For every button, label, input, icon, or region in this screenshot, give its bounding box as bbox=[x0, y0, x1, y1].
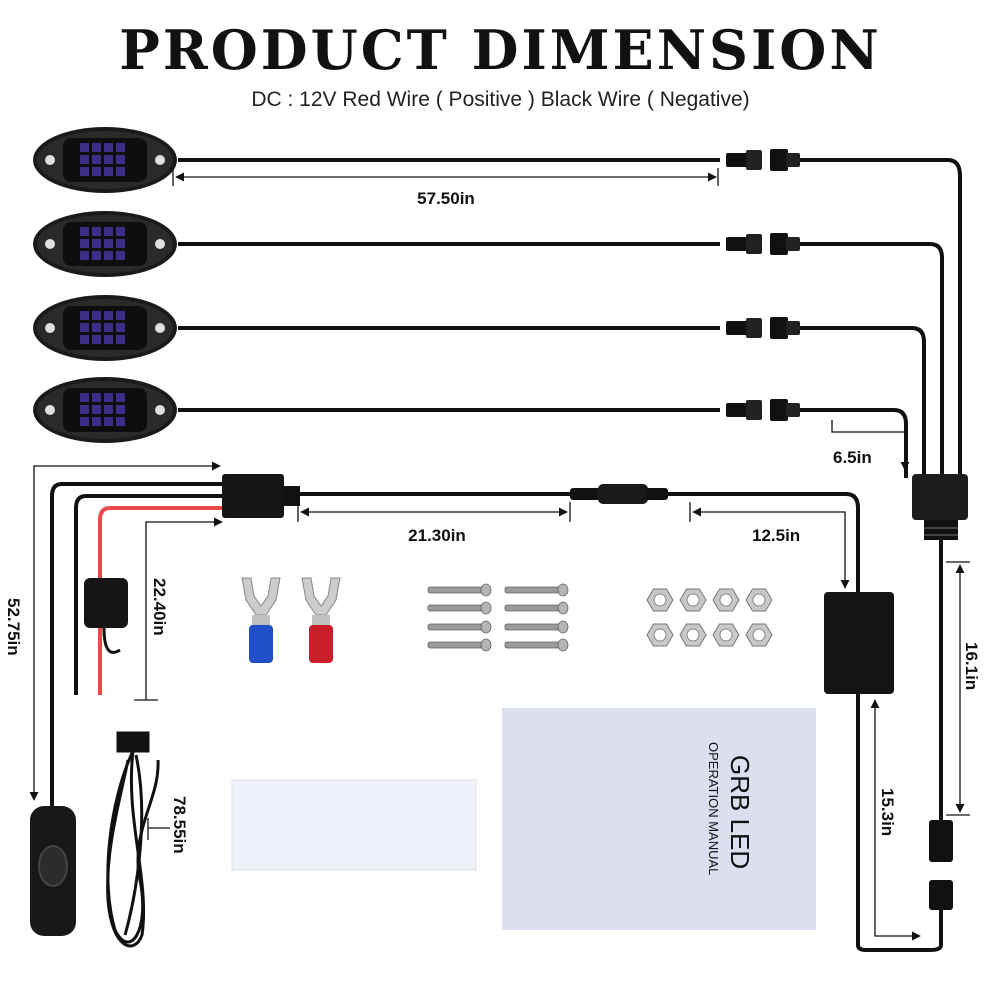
adhesive-tape bbox=[231, 779, 477, 871]
main-cable bbox=[300, 492, 860, 594]
dim-power-leads: 22.40in bbox=[150, 578, 169, 636]
spade-terminal-red bbox=[301, 577, 341, 663]
manual-subtitle: OPERATION MANUAL bbox=[706, 742, 721, 875]
dimension-lines bbox=[29, 168, 970, 941]
inline-fuse bbox=[84, 578, 128, 654]
inline-plug bbox=[570, 484, 668, 504]
operation-manual: GRB LED OPERATION MANUAL bbox=[502, 708, 816, 930]
voltage-spec: DC : 12V Red Wire ( Positive ) Black Wir… bbox=[251, 88, 750, 111]
dim-switch-cable: 52.75in bbox=[4, 598, 23, 656]
extension-cable bbox=[106, 731, 160, 948]
dim-controller-connector: 15.3in bbox=[878, 788, 897, 836]
controller-box bbox=[824, 592, 943, 952]
mounting-screws bbox=[427, 583, 569, 652]
pod-light bbox=[33, 295, 177, 361]
splitter-hub bbox=[912, 474, 968, 945]
page-title: PRODUCT DIMENSION bbox=[119, 18, 882, 82]
manual-title: GRB LED bbox=[725, 755, 755, 869]
rocker-switch bbox=[30, 806, 76, 936]
dim-extension-cable: 78.55in bbox=[170, 796, 189, 854]
dim-light-cable: 57.50in bbox=[417, 189, 475, 208]
pod-light bbox=[33, 211, 177, 277]
pod-light bbox=[33, 127, 177, 193]
hex-nuts bbox=[646, 588, 773, 647]
spade-terminal-blue bbox=[241, 577, 281, 663]
pod-light bbox=[33, 377, 177, 443]
dim-main-cable: 21.30in bbox=[408, 526, 466, 545]
main-connector bbox=[222, 474, 300, 518]
dim-hub-cable: 16.1in bbox=[962, 642, 981, 690]
dim-branch: 6.5in bbox=[833, 448, 872, 467]
dim-controller-cable: 12.5in bbox=[752, 526, 800, 545]
pod-cables bbox=[178, 158, 962, 478]
quick-connectors bbox=[726, 149, 800, 421]
